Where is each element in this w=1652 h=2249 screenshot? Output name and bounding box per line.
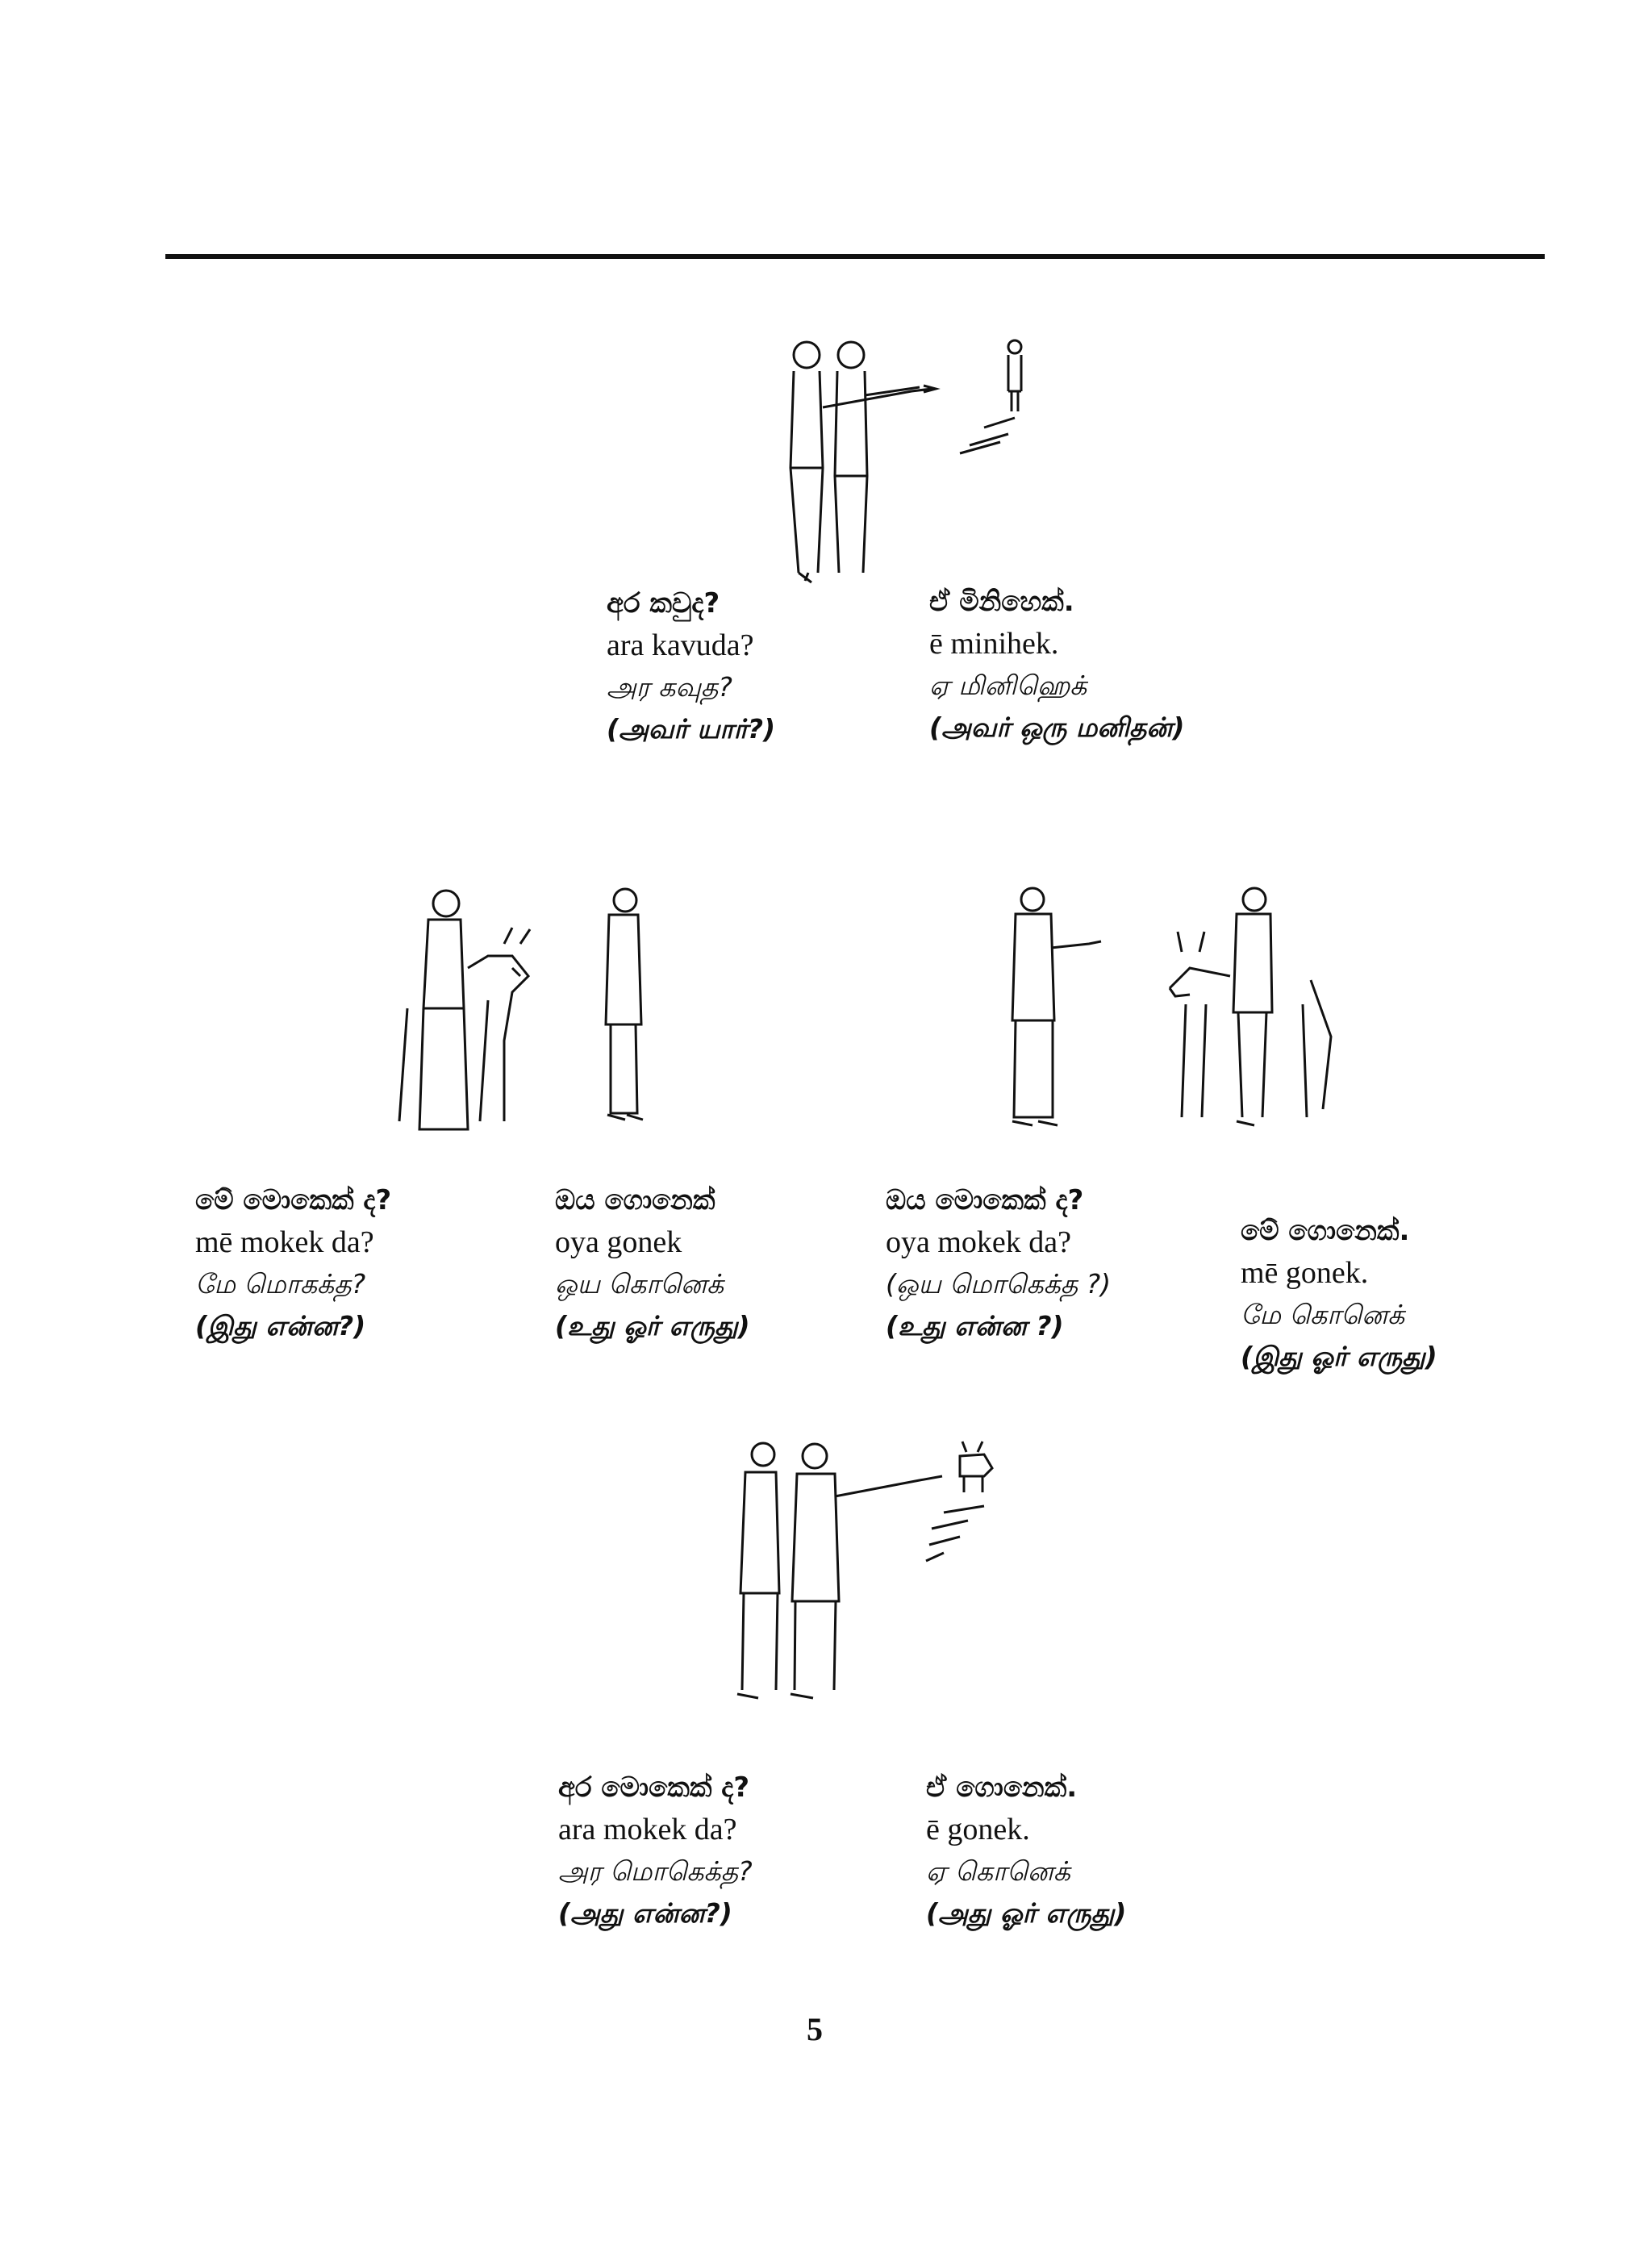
tamil-text: (ஒய மொகெக்த ?) [886, 1268, 1112, 1300]
scene-1-answer: ඒ මිනිහෙක්. ē minihek. ஏ மினிஹெக் (அவர் … [929, 581, 1184, 749]
scene-4-answer: ඒ ගොනෙක්. ē gonek. ஏ கொனெக் (அது ஓர் எரு… [926, 1767, 1126, 1934]
tamil-text: அர கவுத? [607, 671, 732, 703]
tamil-gloss: (உது என்ன ?) [886, 1310, 1064, 1341]
illustration-man-pointing-at-man-with-bull [988, 875, 1351, 1141]
tamil-gloss: (அவர் ஒரு மனிதன்) [929, 711, 1185, 743]
romanized-text: ē minihek. [929, 627, 1059, 661]
sinhala-text: අර මොකෙක් ද? [558, 1771, 750, 1804]
sinhala-text: ඒ ගොනෙක්. [926, 1771, 1078, 1804]
romanized-text: ara kavuda? [607, 628, 754, 662]
illustration-man-with-bull-and-listener [391, 879, 698, 1137]
tamil-gloss: (இது ஓர் எருது) [1241, 1341, 1437, 1372]
romanized-text: mē gonek. [1241, 1256, 1369, 1290]
scene-4-question: අර මොකෙක් ද? ara mokek da? அர மொகெக்த? (… [558, 1767, 753, 1934]
sinhala-text: මේ ගොනෙක්. [1241, 1215, 1410, 1247]
illustration-two-men-pointing-at-man [758, 331, 1032, 589]
scene-3-question: ඔය මොකෙක් ද? oya mokek da? (ஒய மொகெக்த ?… [886, 1179, 1111, 1347]
scene-2-question: මේ මොකෙක් ද? mē mokek da? மே மொகக்த? (இத… [195, 1179, 391, 1347]
tamil-text: ஏ மினிஹெக் [929, 670, 1087, 701]
romanized-text: oya mokek da? [886, 1225, 1072, 1259]
romanized-text: ara mokek da? [558, 1813, 737, 1846]
top-horizontal-rule [165, 254, 1545, 259]
page-number: 5 [807, 2011, 823, 2047]
scene-1-question: අර කවුද? ara kavuda? அர கவுத? (அவர் யார்… [607, 582, 775, 750]
tamil-gloss: (அது ஓர் எருது) [926, 1897, 1127, 1929]
illustration-two-men-pointing-at-bull [718, 1432, 1024, 1706]
tamil-text: மே கொனெக் [1241, 1299, 1405, 1330]
romanized-text: mē mokek da? [195, 1225, 374, 1259]
sinhala-text: අර කවුද? [607, 587, 720, 620]
tamil-gloss: (உது ஓர் எருது) [555, 1310, 750, 1341]
sinhala-text: මේ මොකෙක් ද? [195, 1184, 392, 1216]
tamil-text: மே மொகக்த? [195, 1268, 366, 1300]
sinhala-text: ඒ මිනිහෙක්. [929, 586, 1074, 618]
scene-2-answer: ඔය ගොනෙක් oya gonek ஒய கொனெக் (உது ஓர் எ… [555, 1179, 750, 1347]
tamil-text: ஏ கொனெக் [926, 1855, 1071, 1887]
tamil-gloss: (இது என்ன?) [195, 1310, 366, 1341]
tamil-text: அர மொகெக்த? [558, 1855, 753, 1887]
sinhala-text: ඔය මොකෙක් ද? [886, 1184, 1084, 1216]
tamil-gloss: (அது என்ன?) [558, 1897, 732, 1929]
scene-3-answer: මේ ගොනෙක්. mē gonek. மே கொனெக் (இது ஓர் … [1241, 1210, 1437, 1378]
tamil-text: ஒய கொனெக் [555, 1268, 724, 1300]
tamil-gloss: (அவர் யார்?) [607, 713, 776, 745]
romanized-text: ē gonek. [926, 1813, 1030, 1846]
romanized-text: oya gonek [555, 1225, 682, 1259]
sinhala-text: ඔය ගොනෙක් [555, 1184, 715, 1216]
